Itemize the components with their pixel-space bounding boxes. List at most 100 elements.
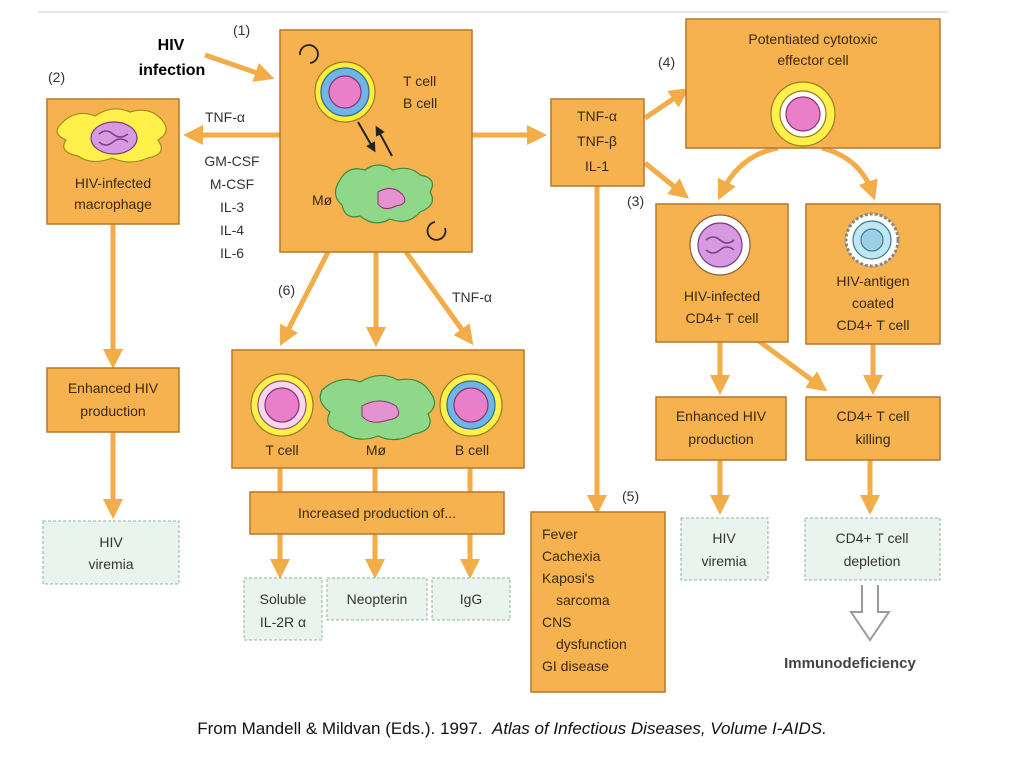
symptoms-box: Fever Cachexia Kaposi's sarcoma CNS dysf… xyxy=(530,511,666,693)
arrow-cytokines-to-infected xyxy=(643,161,689,199)
cytokine-left-1: M-CSF xyxy=(210,176,254,192)
viremia-right-line1: HIV xyxy=(712,530,736,546)
caption-plain: From Mandell & Mildvan (Eds.). 1997. xyxy=(197,719,483,738)
soluble-line1: Soluble xyxy=(260,591,307,607)
hiv-viremia-right-box: HIV viremia xyxy=(680,517,769,581)
depletion-line2: depletion xyxy=(844,553,901,569)
antigen-cell-nucleus-icon xyxy=(860,228,884,252)
immunodeficiency-label: Immunodeficiency xyxy=(784,655,916,672)
lower-bcell-label: B cell xyxy=(455,442,489,458)
rotate-arrow-icon xyxy=(299,44,319,64)
center-bcell-label: B cell xyxy=(403,95,437,111)
enhanced-left-line1: Enhanced HIV xyxy=(68,380,159,396)
cytotoxic-line1: Potentiated cytotoxic xyxy=(748,31,877,47)
cytokine-box-line3: IL-1 xyxy=(585,158,609,174)
neopterin-label: Neopterin xyxy=(347,591,408,607)
antigen-cd4-line1: HIV-antigen xyxy=(836,273,909,289)
cd4-killing-box: CD4+ T cell killing xyxy=(805,396,941,461)
soluble-line2: IL-2R α xyxy=(260,614,306,630)
cd4-depletion-box: CD4+ T cell depletion xyxy=(804,517,941,581)
lower-bcell-nucleus-icon xyxy=(453,387,489,423)
center-cell-box: T cell B cell Mø xyxy=(279,29,473,253)
arrow-center-to-lower-t xyxy=(279,250,331,347)
caption-italic: Atlas of Infectious Diseases, Volume I-A… xyxy=(492,719,827,738)
source-caption: From Mandell & Mildvan (Eds.). 1997. Atl… xyxy=(0,719,1024,739)
cytokine-left-0: GM-CSF xyxy=(204,153,259,169)
cytotoxic-effector-box: Potentiated cytotoxic effector cell xyxy=(685,18,941,149)
step-1-label: (1) xyxy=(233,22,250,38)
double-arrow-up-icon xyxy=(375,125,393,157)
symptom-2: Kaposi's xyxy=(542,570,594,586)
lower-macrophage-label: Mø xyxy=(366,442,387,458)
killing-line2: killing xyxy=(855,431,890,447)
hiv-viremia-left-box: HIV viremia xyxy=(42,520,180,585)
antigen-cd4-line2: coated xyxy=(852,295,894,311)
step-6-label: (6) xyxy=(278,282,295,298)
lower-macrophage-nucleus-icon xyxy=(361,400,400,423)
infected-cd4-line1: HIV-infected xyxy=(684,288,760,304)
cytotoxic-cell-nucleus-icon xyxy=(785,96,821,132)
cytokine-box: TNF-α TNF-β IL-1 xyxy=(550,98,645,187)
hiv-antigen-cd4-box: HIV-antigen coated CD4+ T cell xyxy=(805,203,941,345)
infected-nucleus-icon xyxy=(90,121,138,155)
arrows xyxy=(103,52,883,579)
symptom-3: sarcoma xyxy=(556,592,610,608)
igg-label: IgG xyxy=(460,591,483,607)
neopterin-box: Neopterin xyxy=(326,577,428,621)
killing-line1: CD4+ T cell xyxy=(836,408,909,424)
increased-production-label: Increased production of... xyxy=(298,505,456,521)
cytokine-left-3: IL-4 xyxy=(220,222,244,238)
lower-tcell-label: T cell xyxy=(265,442,298,458)
depletion-line1: CD4+ T cell xyxy=(835,530,908,546)
step-3-label: (3) xyxy=(627,193,644,209)
lower-tcell-nucleus-icon xyxy=(264,387,300,423)
enhanced-left-line2: production xyxy=(80,403,145,419)
cytokine-left-4: IL-6 xyxy=(220,245,244,261)
enhanced-right-line2: production xyxy=(688,431,753,447)
hiv-infected-macrophage-box: HIV-infected macrophage xyxy=(46,98,180,225)
cytokine-box-line2: TNF-β xyxy=(577,133,617,149)
increased-production-box: Increased production of... xyxy=(249,491,505,535)
arrow-infection-to-center xyxy=(204,52,275,82)
symptom-4: CNS xyxy=(542,614,572,630)
arrow-center-to-lower-b xyxy=(403,250,474,346)
arrow-cytokines-to-cytotoxic xyxy=(643,87,690,121)
macrophage-box-line2: macrophage xyxy=(74,196,152,212)
macrophage-nucleus-icon xyxy=(377,188,406,210)
hiv-infection-label-1: HIV xyxy=(158,37,185,54)
viremia-left-line2: viremia xyxy=(88,556,133,572)
soluble-il2r-box: Soluble IL-2R α xyxy=(243,577,323,641)
rotate-arrow-icon-2 xyxy=(426,221,447,241)
lower-cells-box: T cell Mø B cell xyxy=(231,349,525,469)
viremia-right-line2: viremia xyxy=(701,553,746,569)
center-macrophage-label: Mø xyxy=(312,192,333,208)
tnf-alpha-lower-label: TNF-α xyxy=(452,289,492,305)
infected-cd4-nucleus-icon xyxy=(697,222,743,268)
arrow-cytotoxic-to-antigen xyxy=(821,145,878,201)
hiv-infected-cd4-box: HIV-infected CD4+ T cell xyxy=(655,203,789,343)
macrophage-box-line1: HIV-infected xyxy=(75,175,151,191)
hiv-infection-label-2: infection xyxy=(139,62,206,79)
symptom-5: dysfunction xyxy=(556,636,627,652)
tnf-alpha-left-label: TNF-α xyxy=(205,109,245,125)
enhanced-right-line1: Enhanced HIV xyxy=(676,408,767,424)
arrow-cytotoxic-to-infected xyxy=(717,145,779,201)
double-arrow-down-icon xyxy=(357,121,376,153)
arrow-infected-to-killing xyxy=(750,333,828,392)
symptom-6: GI disease xyxy=(542,658,609,674)
enhanced-hiv-left-box: Enhanced HIV production xyxy=(46,367,180,433)
hollow-arrow-icon xyxy=(849,585,891,642)
cytokine-left-2: IL-3 xyxy=(220,199,244,215)
step-5-label: (5) xyxy=(622,488,639,504)
center-tcell-label: T cell xyxy=(403,73,436,89)
enhanced-hiv-right-box: Enhanced HIV production xyxy=(655,396,787,461)
infected-cd4-line2: CD4+ T cell xyxy=(685,310,758,326)
viremia-left-line1: HIV xyxy=(99,534,123,550)
t-b-cell-nucleus-icon xyxy=(328,75,362,109)
step-4-label: (4) xyxy=(658,54,675,70)
igg-box: IgG xyxy=(431,577,511,621)
cytotoxic-line2: effector cell xyxy=(777,52,848,68)
antigen-cd4-line3: CD4+ T cell xyxy=(836,317,909,333)
symptom-1: Cachexia xyxy=(542,548,601,564)
